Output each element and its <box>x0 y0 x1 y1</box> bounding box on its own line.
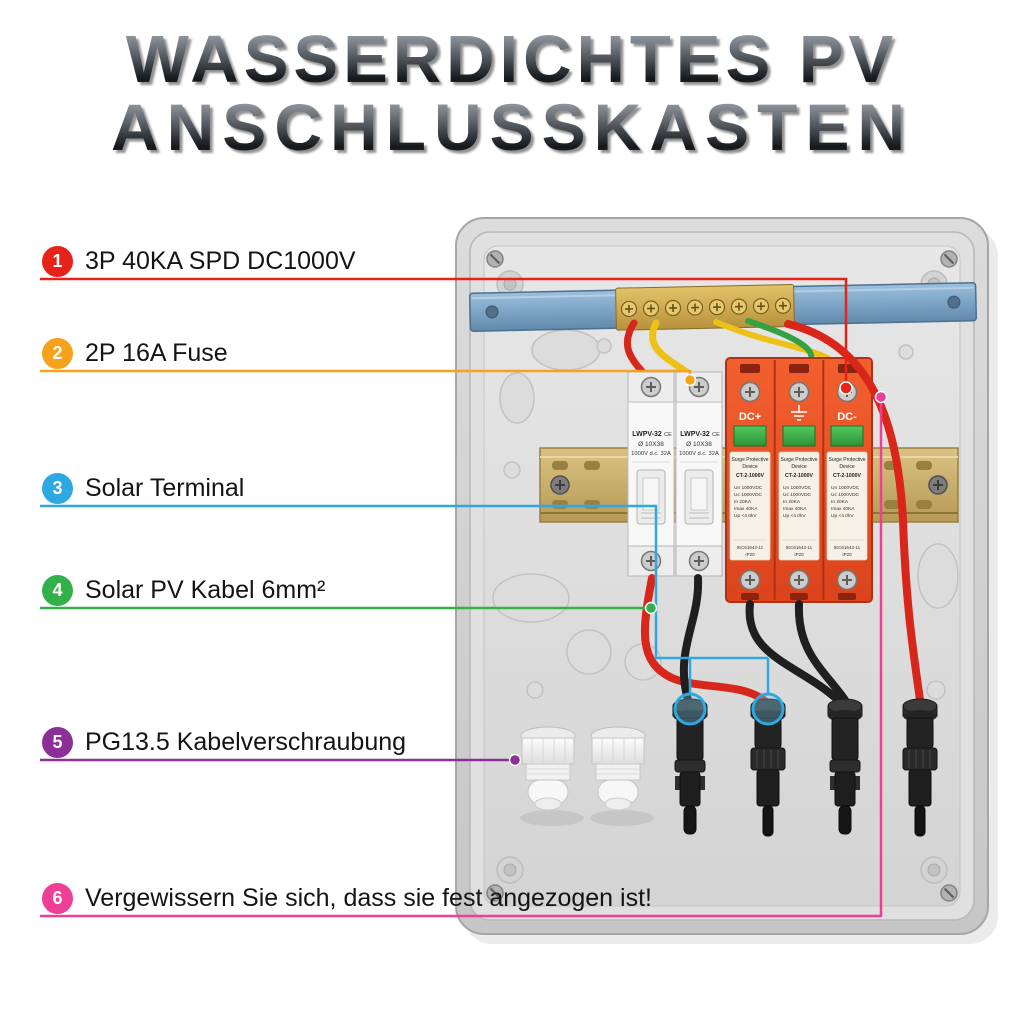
spd-dc-plus-label: DC+ <box>739 411 761 423</box>
callout-6-badge: 6 <box>42 883 73 914</box>
callout-5-label: PG13.5 Kabelverschraubung <box>85 728 407 756</box>
terminal-highlight-ring-2 <box>751 692 785 726</box>
callout-4-dot <box>644 601 658 615</box>
molded-knockouts <box>492 329 959 700</box>
callout-1: 1 3P 40KA SPD DC1000V <box>42 246 356 277</box>
title-line-1: WASSERDICHTES PV <box>0 25 1024 94</box>
spd-status-windows <box>733 425 864 447</box>
spd-terminal-slots <box>740 364 858 600</box>
callout-3: 3 Solar Terminal <box>42 473 244 504</box>
ground-symbol-icon <box>791 405 807 421</box>
callout-6: 6 Vergewissern Sie sich, dass sie fest a… <box>42 883 652 914</box>
callout-1-label: 3P 40KA SPD DC1000V <box>85 247 356 275</box>
callout-6-line <box>40 400 883 918</box>
callout-2: 2 2P 16A Fuse <box>42 338 228 369</box>
callout-4-label: Solar PV Kabel 6mm² <box>85 576 326 604</box>
spd: DC+ DC- <box>725 357 873 603</box>
callout-lines <box>40 277 888 918</box>
callout-2-dot <box>683 373 697 387</box>
callout-1-badge: 1 <box>42 246 73 277</box>
callout-1-dot <box>839 381 853 395</box>
fuse-2 <box>676 372 722 576</box>
callout-4: 4 Solar PV Kabel 6mm² <box>42 575 325 606</box>
page-title: WASSERDICHTES PV ANSCHLUSSKASTEN <box>0 25 1024 162</box>
callout-3-line <box>40 504 768 660</box>
fuse-1 <box>628 372 674 576</box>
terminal-rail <box>468 281 978 332</box>
callout-5: 5 PG13.5 Kabelverschraubung <box>42 727 406 758</box>
callout-4-badge: 4 <box>42 575 73 606</box>
title-line-2: ANSCHLUSSKASTEN <box>0 94 1024 162</box>
spd-dc-minus-label: DC- <box>837 411 857 423</box>
callout-3-badge: 3 <box>42 473 73 504</box>
callout-1-line <box>40 277 848 382</box>
callout-5-dot <box>508 753 522 767</box>
callout-2-label: 2P 16A Fuse <box>85 339 228 367</box>
callout-3-label: Solar Terminal <box>85 474 245 502</box>
callout-5-badge: 5 <box>42 727 73 758</box>
callout-6-label: Vergewissern Sie sich, dass sie fest ang… <box>85 884 652 912</box>
terminal-highlight-ring-1 <box>673 692 707 726</box>
callout-2-badge: 2 <box>42 338 73 369</box>
callout-6-dot <box>874 390 888 404</box>
